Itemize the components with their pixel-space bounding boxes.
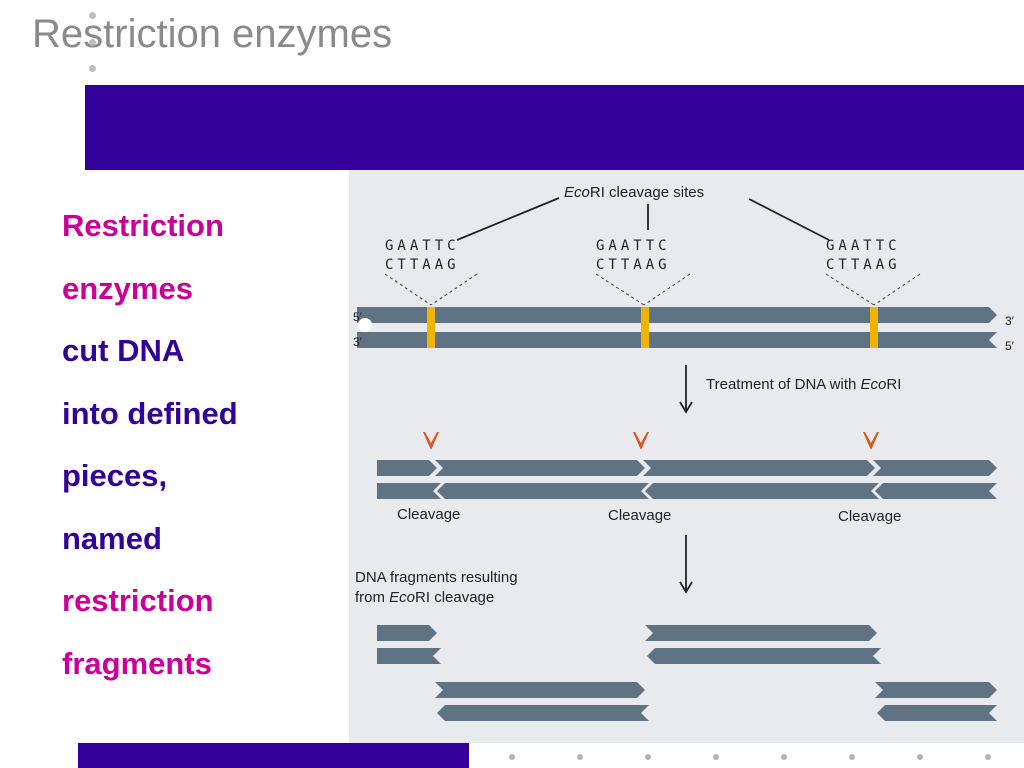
fragments-caption: from EcoRI cleavage xyxy=(355,589,494,606)
cleavage-label: Cleavage xyxy=(397,506,460,523)
site-sequence-bottom: CTTAAG xyxy=(826,257,901,273)
cleaved-strand-segment xyxy=(645,483,879,499)
site-sequence-bottom: CTTAAG xyxy=(385,257,460,273)
cleaved-strand-segment xyxy=(377,460,437,476)
dna-strand-bottom xyxy=(357,332,997,348)
header-banner xyxy=(85,85,1024,170)
body-line: named xyxy=(62,520,162,556)
restriction-fragment xyxy=(645,625,877,641)
cleaved-strand-segment xyxy=(435,460,645,476)
ecori-diagram: EcoRI cleavage sites GAATTC CTTAAG GAATT… xyxy=(349,170,1024,743)
pointer-line xyxy=(748,198,830,241)
body-line: restriction xyxy=(62,583,214,618)
restriction-fragment xyxy=(877,705,997,721)
decorative-dots xyxy=(89,12,99,74)
restriction-fragment xyxy=(647,648,881,664)
body-line: enzymes xyxy=(62,270,193,306)
restriction-fragment xyxy=(377,648,441,664)
dashed-guides xyxy=(384,273,921,306)
strand-gap-marker xyxy=(358,318,372,332)
site-sequence-bottom: CTTAAG xyxy=(596,257,671,273)
body-text: Restriction enzymes cut DNA into defined… xyxy=(62,200,322,700)
ecori-site-marker xyxy=(870,307,878,348)
site-sequence-top: GAATTC xyxy=(826,238,901,254)
body-line: Restriction xyxy=(62,208,224,243)
footer-bar xyxy=(78,743,469,768)
cleaved-strand-segment xyxy=(873,460,997,476)
cleavage-label: Cleavage xyxy=(608,507,671,524)
cleavage-label: Cleavage xyxy=(838,508,901,525)
cleaved-strand-segment xyxy=(437,483,649,499)
ecori-site-marker xyxy=(641,307,649,348)
dna-strand-top xyxy=(357,307,997,323)
restriction-fragment xyxy=(435,682,645,698)
process-arrowhead xyxy=(679,401,693,414)
strand-end-label: 3′ xyxy=(1005,314,1015,328)
restriction-fragment xyxy=(437,705,649,721)
body-line: cut DNA xyxy=(62,333,185,368)
treatment-label: Treatment of DNA with EcoRI xyxy=(706,376,901,393)
site-sequence-top: GAATTC xyxy=(596,238,671,254)
site-sequence-top: GAATTC xyxy=(385,238,460,254)
restriction-fragment xyxy=(875,682,997,698)
process-arrowhead xyxy=(679,581,693,594)
strand-end-label: 3′ xyxy=(353,335,363,349)
fragments-caption: DNA fragments resulting xyxy=(355,569,518,586)
strand-end-label: 5′ xyxy=(353,310,363,324)
cleaved-strand-segment xyxy=(875,483,997,499)
restriction-fragment xyxy=(377,625,437,641)
pointer-line xyxy=(456,197,560,241)
cleaved-strand-segment xyxy=(377,483,441,499)
body-line: fragments xyxy=(62,645,212,681)
body-line: pieces, xyxy=(62,458,168,493)
slide-title: Restriction enzymes xyxy=(32,12,393,56)
ecori-diagram-svg: EcoRI cleavage sites GAATTC CTTAAG GAATT… xyxy=(353,184,1015,721)
body-line: into defined xyxy=(62,395,238,431)
cleaved-strand-segment xyxy=(643,460,875,476)
ecori-site-marker xyxy=(427,307,435,348)
figure-header: EcoRI cleavage sites xyxy=(564,184,704,201)
strand-end-label: 5′ xyxy=(1005,339,1015,353)
